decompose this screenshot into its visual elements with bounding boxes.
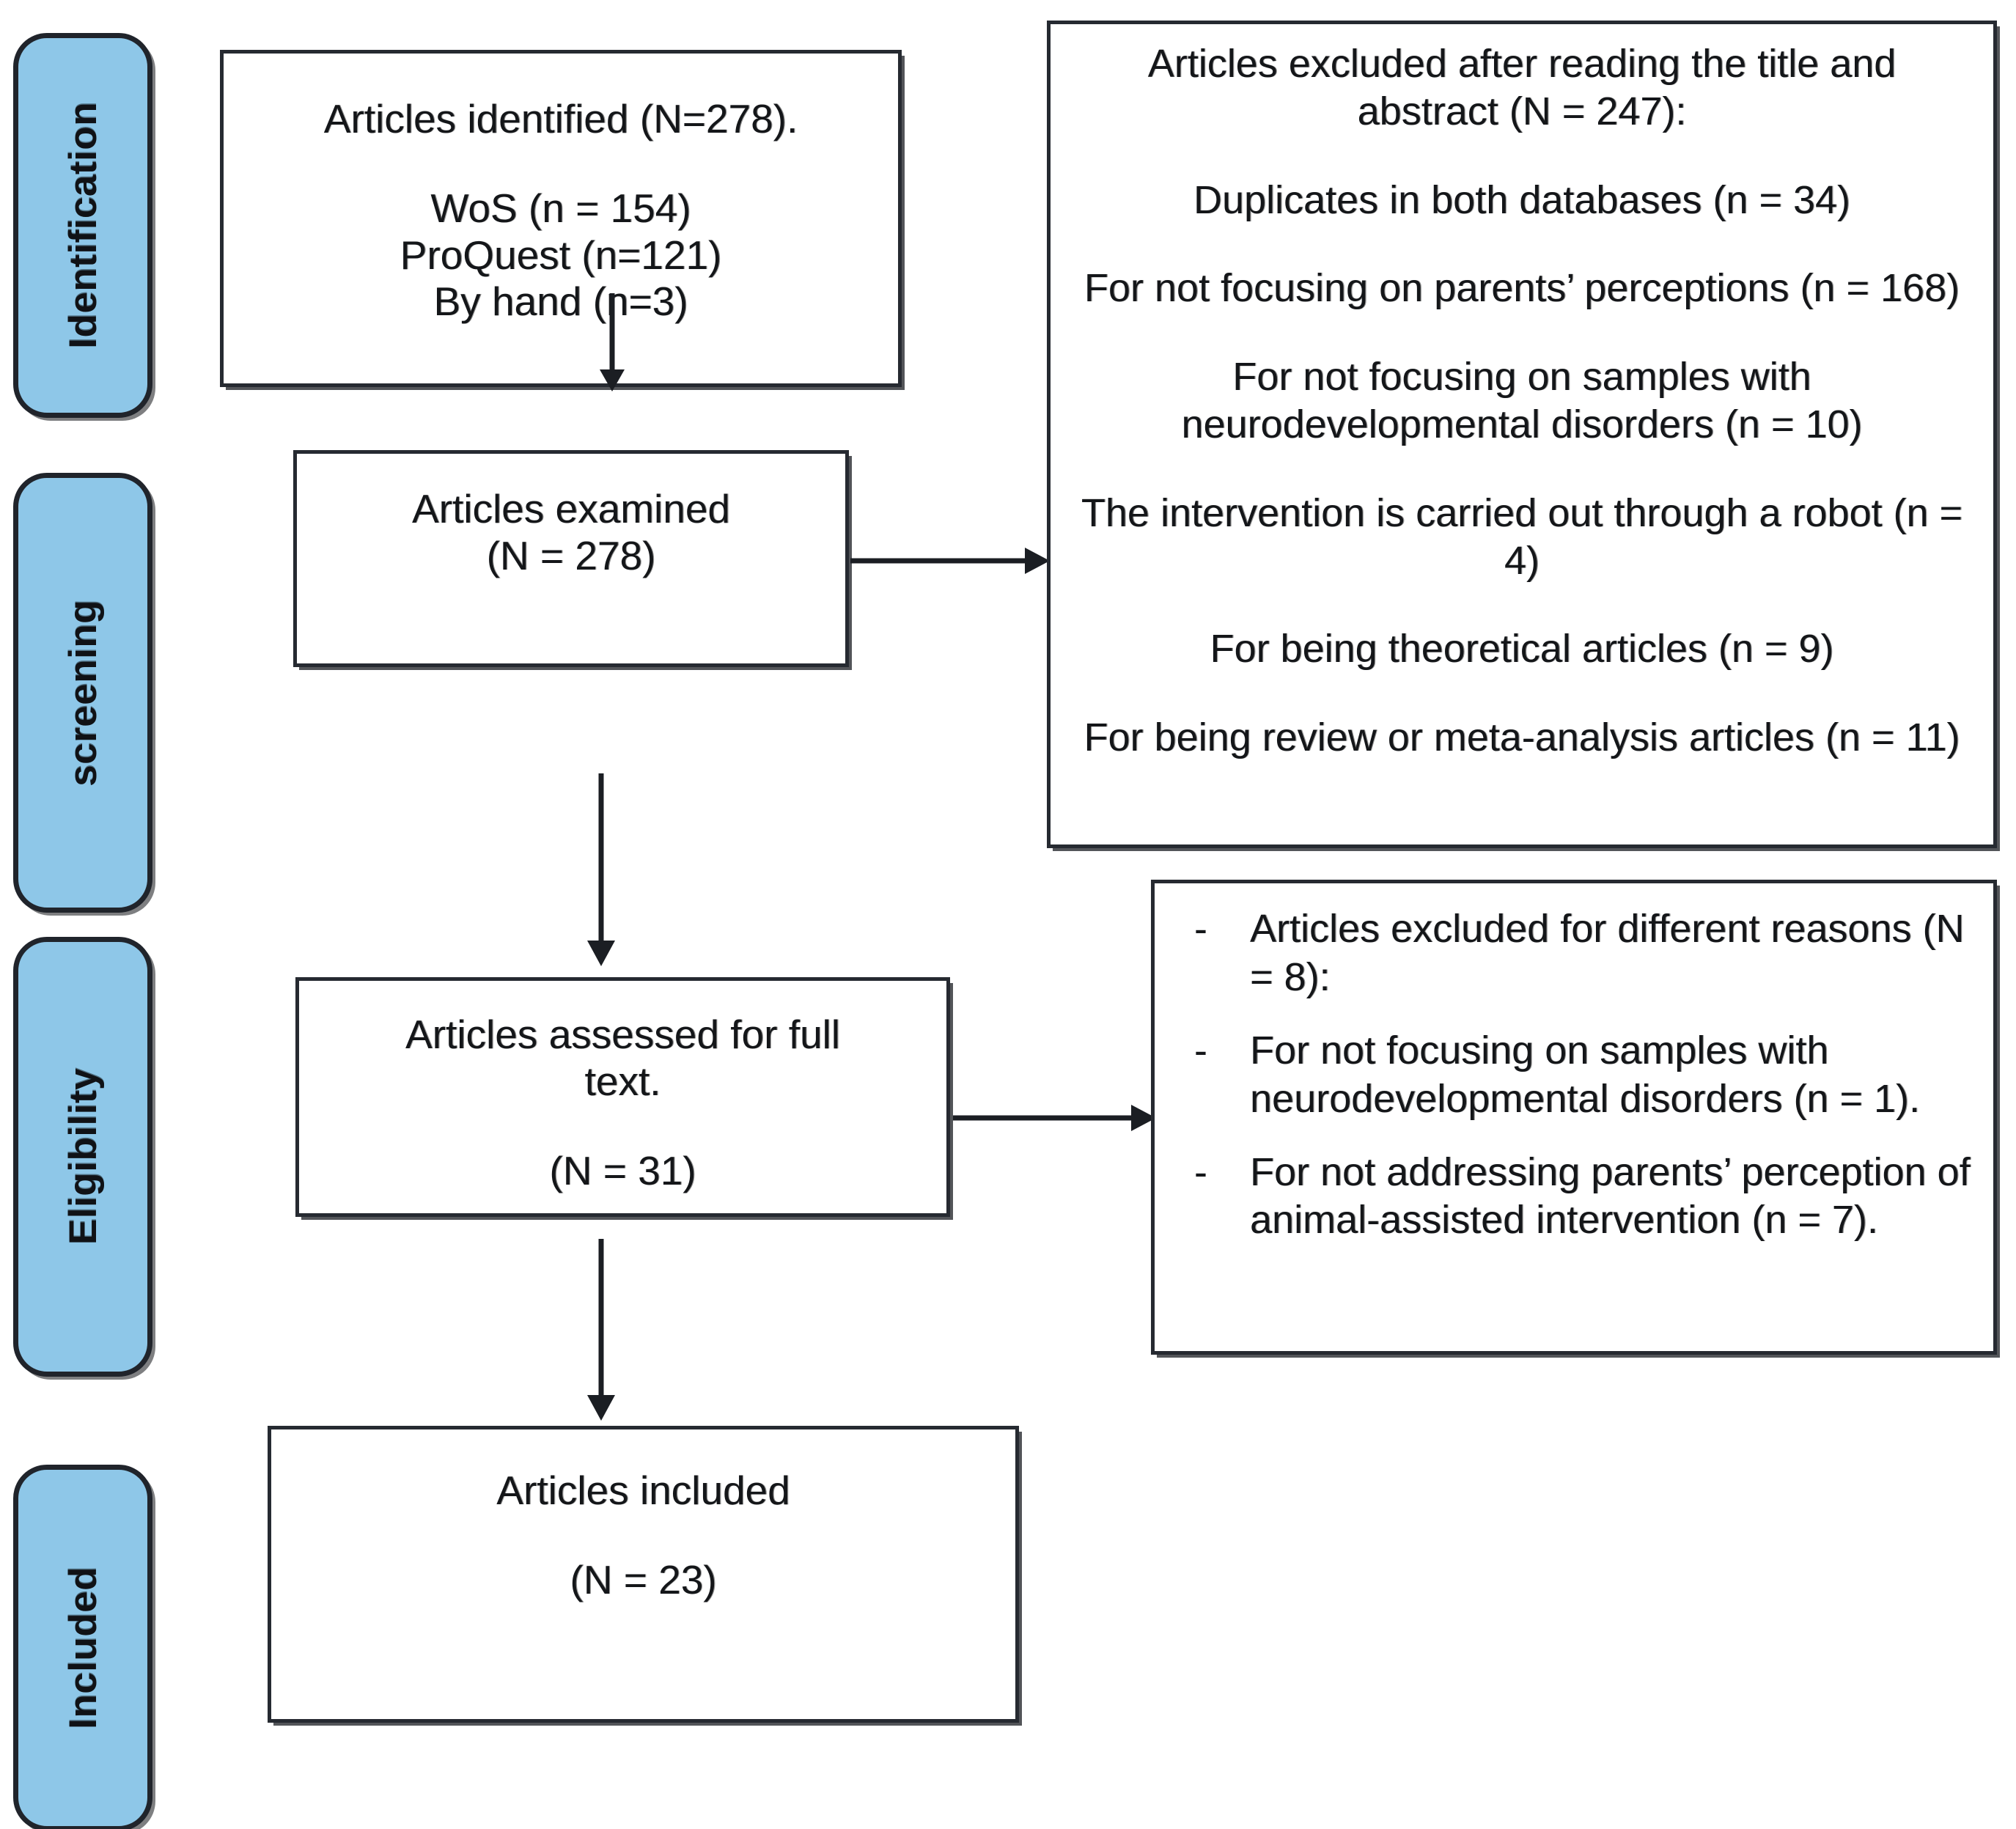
examined-line-1: Articles examined — [411, 486, 731, 531]
box-articles-examined: Articles examined (N = 278) — [293, 450, 849, 667]
exclusion-screening-reason-robot: The intervention is carried out through … — [1081, 490, 1963, 583]
assessed-line-3: (N = 31) — [549, 1147, 696, 1193]
identified-source-by-hand: By hand (n=3) — [433, 279, 688, 325]
box-articles-assessed-full-text: Articles assessed for full text. (N = 31… — [295, 977, 950, 1217]
box-exclusions-eligibility: - Articles excluded for different reason… — [1151, 880, 1997, 1355]
connector-identified-down — [590, 293, 634, 392]
identified-source-proquest: ProQuest (n=121) — [400, 232, 722, 278]
identified-title: Articles identified (N=278). — [323, 96, 798, 141]
exclusion-screening-reason-theoretical: For being theoretical articles (n = 9) — [1210, 627, 1834, 671]
stage-label-eligibility: Eligibility — [61, 1068, 105, 1245]
connector-examined-down — [579, 773, 623, 968]
list-item: - For not focusing on samples with neuro… — [1174, 1027, 1974, 1124]
exclusion-screening-reason-review-meta: For being review or meta-analysis articl… — [1084, 715, 1960, 760]
dash-bullet-icon: - — [1194, 1028, 1207, 1072]
stage-pill-screening[interactable]: screening — [13, 473, 152, 913]
stage-pill-eligibility[interactable]: Eligibility — [13, 937, 152, 1377]
exclusion-screening-reason-duplicates: Duplicates in both databases (n = 34) — [1193, 177, 1851, 222]
stage-pill-identification[interactable]: Identification — [13, 33, 152, 418]
exclusion-eligibility-list: - Articles excluded for different reason… — [1174, 905, 1974, 1245]
stage-label-screening: screening — [61, 599, 105, 787]
box-exclusions-screening: Articles excluded after reading the titl… — [1047, 21, 1997, 848]
list-item: - For not addressing parents’ perception… — [1174, 1149, 1974, 1245]
identified-source-wos: WoS (n = 154) — [430, 185, 691, 231]
examined-line-2: (N = 278) — [486, 532, 656, 578]
dash-bullet-icon: - — [1194, 907, 1207, 951]
stage-label-included: Included — [61, 1567, 105, 1729]
stage-label-identification: Identification — [61, 102, 105, 349]
connector-assessed-down — [579, 1239, 623, 1422]
assessed-line-1: Articles assessed for full — [405, 1012, 840, 1057]
connector-examined-to-exclusions — [850, 539, 1052, 583]
connector-assessed-to-exclusions — [953, 1096, 1158, 1140]
exclusion-eligibility-item-neurodevelopmental: For not focusing on samples with neurode… — [1250, 1028, 1921, 1121]
exclusion-screening-reason-neurodevelopmental: For not focusing on samples with neurode… — [1181, 355, 1863, 446]
list-item: - Articles excluded for different reason… — [1174, 905, 1974, 1002]
exclusion-eligibility-item-heading: Articles excluded for different reasons … — [1250, 907, 1965, 999]
exclusion-screening-heading: Articles excluded after reading the titl… — [1147, 42, 1897, 133]
assessed-line-2: text. — [584, 1058, 661, 1104]
included-line-2: (N = 23) — [570, 1556, 717, 1602]
included-line-1: Articles included — [496, 1468, 790, 1513]
stage-pill-included[interactable]: Included — [13, 1465, 152, 1829]
exclusion-eligibility-item-parents-perception: For not addressing parents’ perception o… — [1250, 1149, 1971, 1243]
exclusion-screening-reason-parents-perceptions: For not focusing on parents’ perceptions… — [1084, 266, 1960, 311]
box-articles-included: Articles included (N = 23) — [268, 1426, 1019, 1723]
box-articles-identified: Articles identified (N=278). WoS (n = 15… — [220, 50, 902, 387]
dash-bullet-icon: - — [1194, 1149, 1207, 1194]
